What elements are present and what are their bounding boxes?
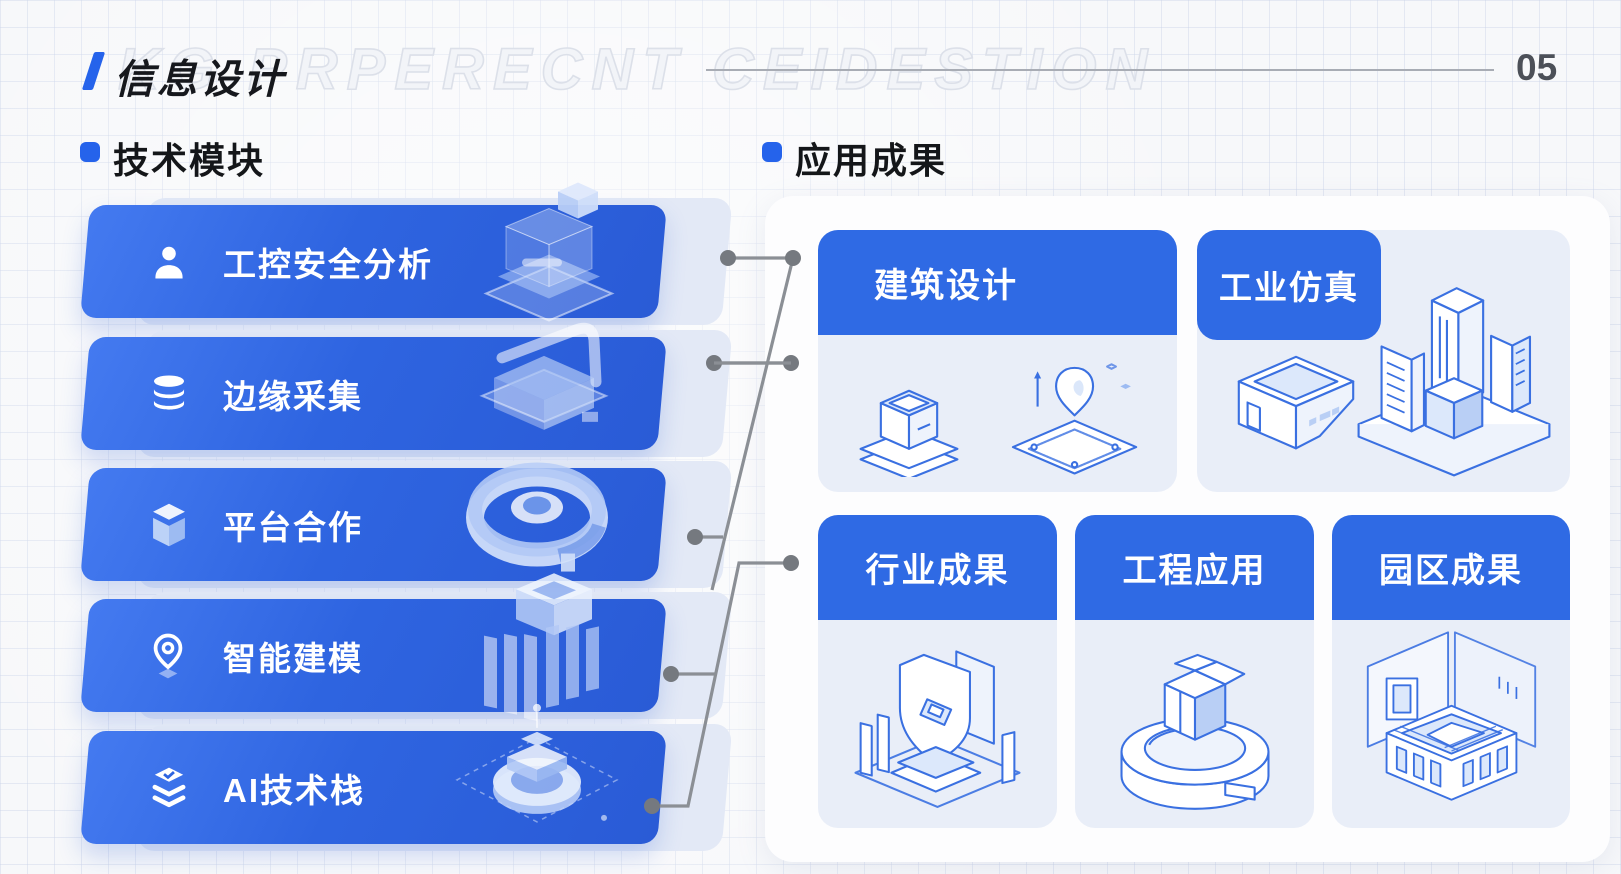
- right-section-bullet: [762, 142, 782, 162]
- module-label: AI技术栈: [223, 771, 365, 809]
- card-architecture-design: 建筑设计: [818, 230, 1177, 492]
- page-number: 05: [1516, 47, 1558, 88]
- cube-stack-illustration: [474, 174, 624, 339]
- card-industrial-simulation: 工业仿真: [1197, 230, 1570, 492]
- pedestal-ring-illustration: [449, 697, 624, 867]
- module-label: 边缘采集: [223, 377, 363, 415]
- module-banner-smart-modeling: 智能建模: [80, 572, 667, 721]
- module-label: 智能建模: [223, 639, 363, 677]
- module-banner-platform-cooperation: 平台合作: [80, 462, 667, 581]
- user-icon: [147, 238, 193, 286]
- cube-icon: [147, 501, 193, 549]
- buildings-illustration: [1348, 252, 1560, 483]
- right-section-heading: 应用成果: [795, 140, 948, 181]
- page-title: 信息设计: [114, 58, 286, 102]
- shield-illustration: [835, 629, 1040, 819]
- card-header: 园区成果: [1332, 515, 1570, 620]
- bracket-box-illustration: [464, 311, 624, 466]
- card-header: 建筑设计: [818, 230, 1177, 335]
- card-industry-results: 行业成果: [818, 515, 1057, 828]
- module-row: 平台合作: [80, 461, 830, 588]
- card-engineering-application: 工程应用: [1075, 515, 1314, 828]
- left-section-heading: 技术模块: [113, 140, 266, 181]
- layers-icon: [147, 764, 193, 812]
- results-panel: 建筑设计: [765, 196, 1610, 862]
- machine-illustration: [1221, 341, 1371, 478]
- module-row: AI技术栈: [80, 703, 830, 851]
- building-blocks-illustration: [454, 563, 624, 738]
- database-icon: [147, 370, 193, 418]
- module-banner-ai-tech-stack: AI技术栈: [80, 703, 667, 844]
- module-banner-edge-collection: 边缘采集: [80, 322, 667, 450]
- card-header: 工程应用: [1075, 515, 1314, 620]
- box-on-platform-illustration: [845, 345, 973, 482]
- module-row: 智能建模: [80, 572, 830, 721]
- module-label: 工控安全分析: [223, 245, 433, 283]
- module-row: 工控安全分析: [80, 182, 830, 325]
- box-on-disc-illustration: [1095, 629, 1295, 819]
- module-label: 平台合作: [223, 508, 363, 546]
- location-pin-icon: [147, 632, 193, 680]
- pin-on-plate-illustration: [1000, 345, 1150, 482]
- ring-illustration: [449, 437, 624, 602]
- campus-building-illustration: [1349, 627, 1554, 822]
- card-header: 行业成果: [818, 515, 1057, 620]
- left-section-bullet: [80, 142, 100, 162]
- card-park-results: 园区成果: [1332, 515, 1570, 828]
- header-rule: [706, 69, 1494, 71]
- card-header: 工业仿真: [1197, 230, 1381, 340]
- module-banner-industrial-security: 工控安全分析: [80, 182, 667, 322]
- module-row: 边缘采集: [80, 322, 830, 457]
- title-slash-bar: [81, 52, 106, 90]
